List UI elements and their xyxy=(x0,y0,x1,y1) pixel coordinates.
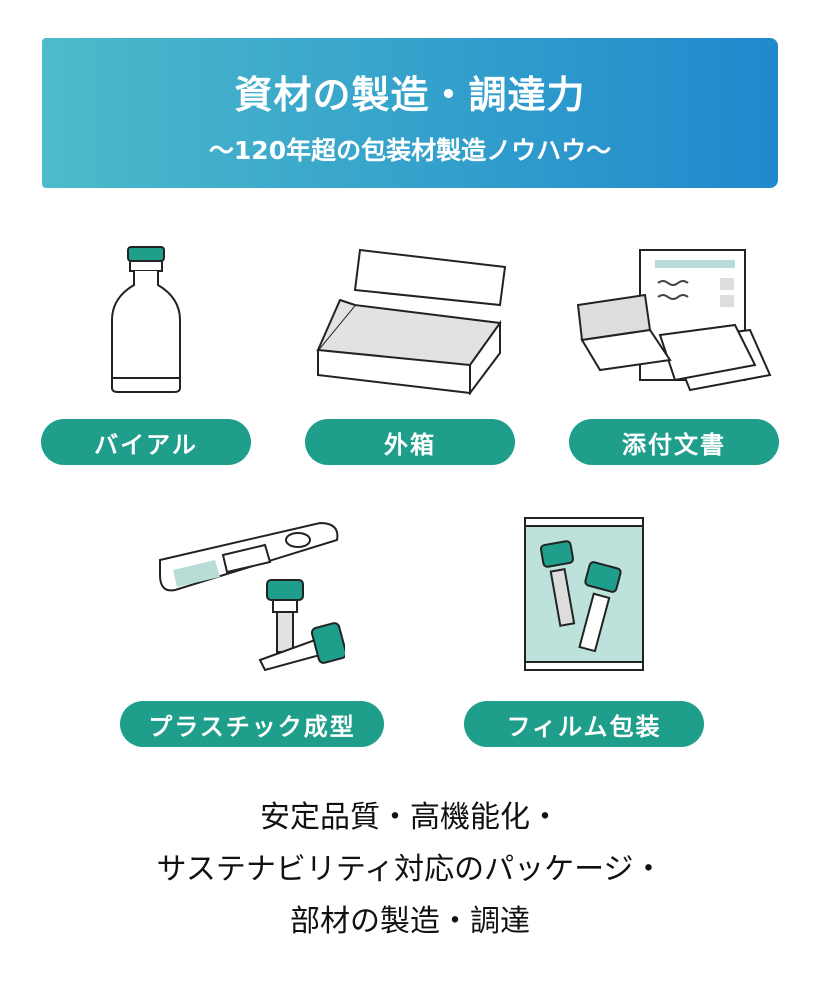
item-pill-plastic-molding: プラスチック成型 xyxy=(120,701,384,747)
footer-line: 安定品質・高機能化・ xyxy=(260,800,560,835)
item-pill-insert: 添付文書 xyxy=(569,419,779,465)
item-pill-vial: バイアル xyxy=(41,419,251,465)
footer-line: 部材の製造・調達 xyxy=(290,904,530,939)
film-package-icon xyxy=(524,517,644,671)
item-label: プラスチック成型 xyxy=(148,712,356,741)
footer-line: サステナビリティ対応のパッケージ・ xyxy=(156,852,664,887)
item-label: 添付文書 xyxy=(622,430,726,459)
header-banner: 資材の製造・調達力 〜120年超の包装材製造ノウハウ〜 xyxy=(42,38,778,188)
plastic-mold-icon xyxy=(159,521,345,672)
box-icon xyxy=(316,248,507,395)
item-label: 外箱 xyxy=(384,430,436,459)
item-pill-outer-box: 外箱 xyxy=(305,419,515,465)
footer-description: 安定品質・高機能化・ サステナビリティ対応のパッケージ・ 部材の製造・調達 xyxy=(0,792,820,948)
page-title: 資材の製造・調達力 xyxy=(234,73,586,117)
item-label: バイアル xyxy=(94,430,198,459)
item-pill-film-packaging: フィルム包装 xyxy=(464,701,704,747)
page-subtitle: 〜120年超の包装材製造ノウハウ〜 xyxy=(208,136,612,165)
document-icon xyxy=(576,249,772,392)
vial-icon xyxy=(111,246,181,393)
item-label: フィルム包装 xyxy=(506,712,662,741)
